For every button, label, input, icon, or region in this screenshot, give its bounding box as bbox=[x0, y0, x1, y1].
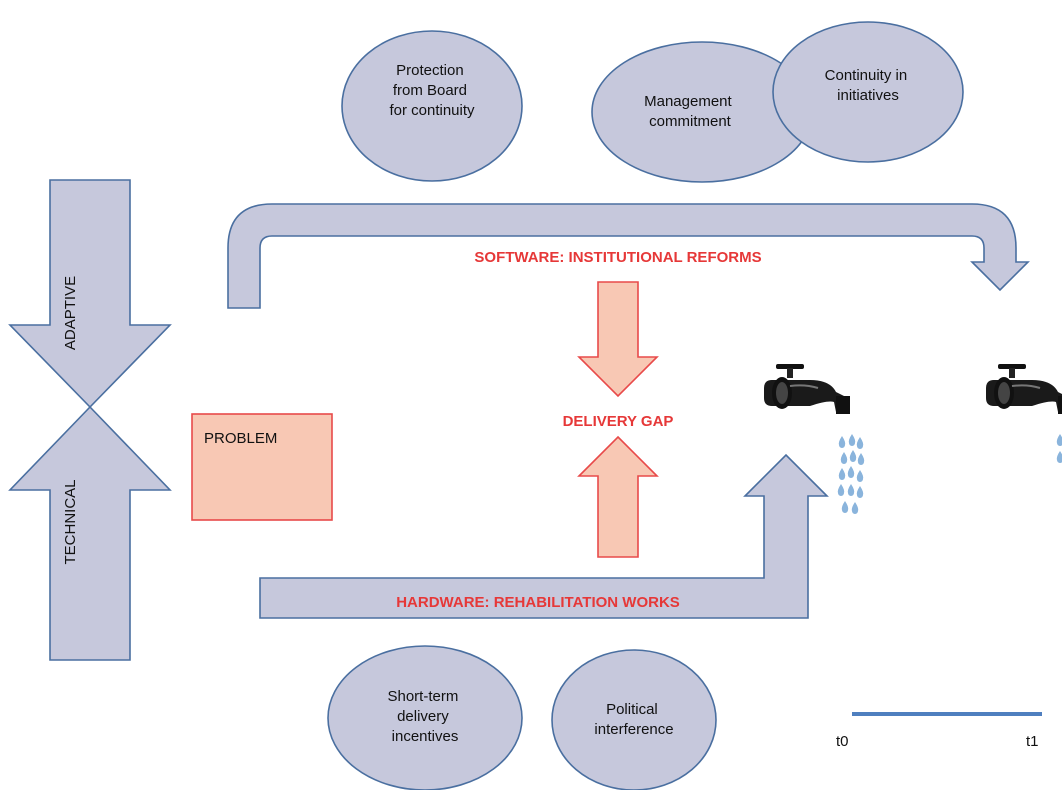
reforms-down-arrow bbox=[577, 281, 659, 398]
svg-text:Short-term delivery: Short-term delivery incentives bbox=[387, 688, 462, 745]
ellipse-protection-line-1: Protection bbox=[396, 62, 464, 79]
svg-text:Political interference: Political interference bbox=[594, 701, 673, 738]
ellipse-continuity-in-initiatives: Continuity in initiatives bbox=[772, 21, 964, 163]
adaptive-arrow: ADAPTIVE bbox=[8, 179, 172, 409]
technical-label: TECHNICAL bbox=[62, 479, 79, 564]
hardware-rehabilitation-works-label: HARDWARE: REHABILITATION WORKS bbox=[396, 594, 680, 611]
ellipse-protection-line-2: from Board bbox=[393, 82, 467, 99]
timeline-end-label: t1 bbox=[1026, 733, 1039, 750]
hardware-arrow bbox=[259, 453, 829, 619]
delivery-gap-label: DELIVERY GAP bbox=[563, 413, 674, 430]
software-institutional-reforms-label: SOFTWARE: INSTITUTIONAL REFORMS bbox=[474, 249, 761, 266]
timeline-start-label: t0 bbox=[836, 733, 849, 750]
technical-arrow: TECHNICAL bbox=[8, 405, 172, 661]
adaptive-label: ADAPTIVE bbox=[62, 276, 79, 350]
software-arrow bbox=[227, 203, 1030, 309]
problem-label: PROBLEM bbox=[204, 430, 277, 447]
ellipse-protection-from-board: Protection from Board for continuity bbox=[341, 30, 523, 182]
ellipse-political-line-2: interference bbox=[594, 721, 673, 738]
problem-box: PROBLEM bbox=[191, 413, 333, 521]
svg-text:Management commitment: Management commitment bbox=[644, 93, 736, 130]
ellipse-short-term-line-2: delivery bbox=[397, 708, 449, 725]
ellipse-continuity-line-1: Continuity in bbox=[825, 67, 908, 84]
svg-text:Protection from Board: Protection from Board for continuity bbox=[389, 62, 475, 119]
water-drops-icon bbox=[837, 434, 865, 514]
ellipse-protection-line-3: for continuity bbox=[389, 102, 475, 119]
ellipse-continuity-line-2: initiatives bbox=[837, 87, 899, 104]
ellipse-short-term-line-1: Short-term bbox=[387, 688, 458, 705]
ellipse-political-line-1: Political bbox=[606, 701, 658, 718]
tap-icon bbox=[763, 363, 851, 415]
ellipse-management-line-2: commitment bbox=[649, 113, 732, 130]
ellipse-short-term-line-3: incentives bbox=[392, 728, 459, 745]
works-up-arrow bbox=[577, 435, 659, 558]
ellipse-short-term-delivery-incentives: Short-term delivery incentives bbox=[327, 645, 523, 790]
ellipse-management-line-1: Management bbox=[644, 93, 732, 110]
water-drops-icon bbox=[1056, 434, 1062, 463]
ellipse-political-interference: Political interference bbox=[551, 649, 717, 790]
svg-text:Continuity in initiative: Continuity in initiatives bbox=[825, 67, 912, 104]
tap-icon bbox=[985, 363, 1062, 415]
timeline: t0 t1 bbox=[836, 712, 1042, 750]
